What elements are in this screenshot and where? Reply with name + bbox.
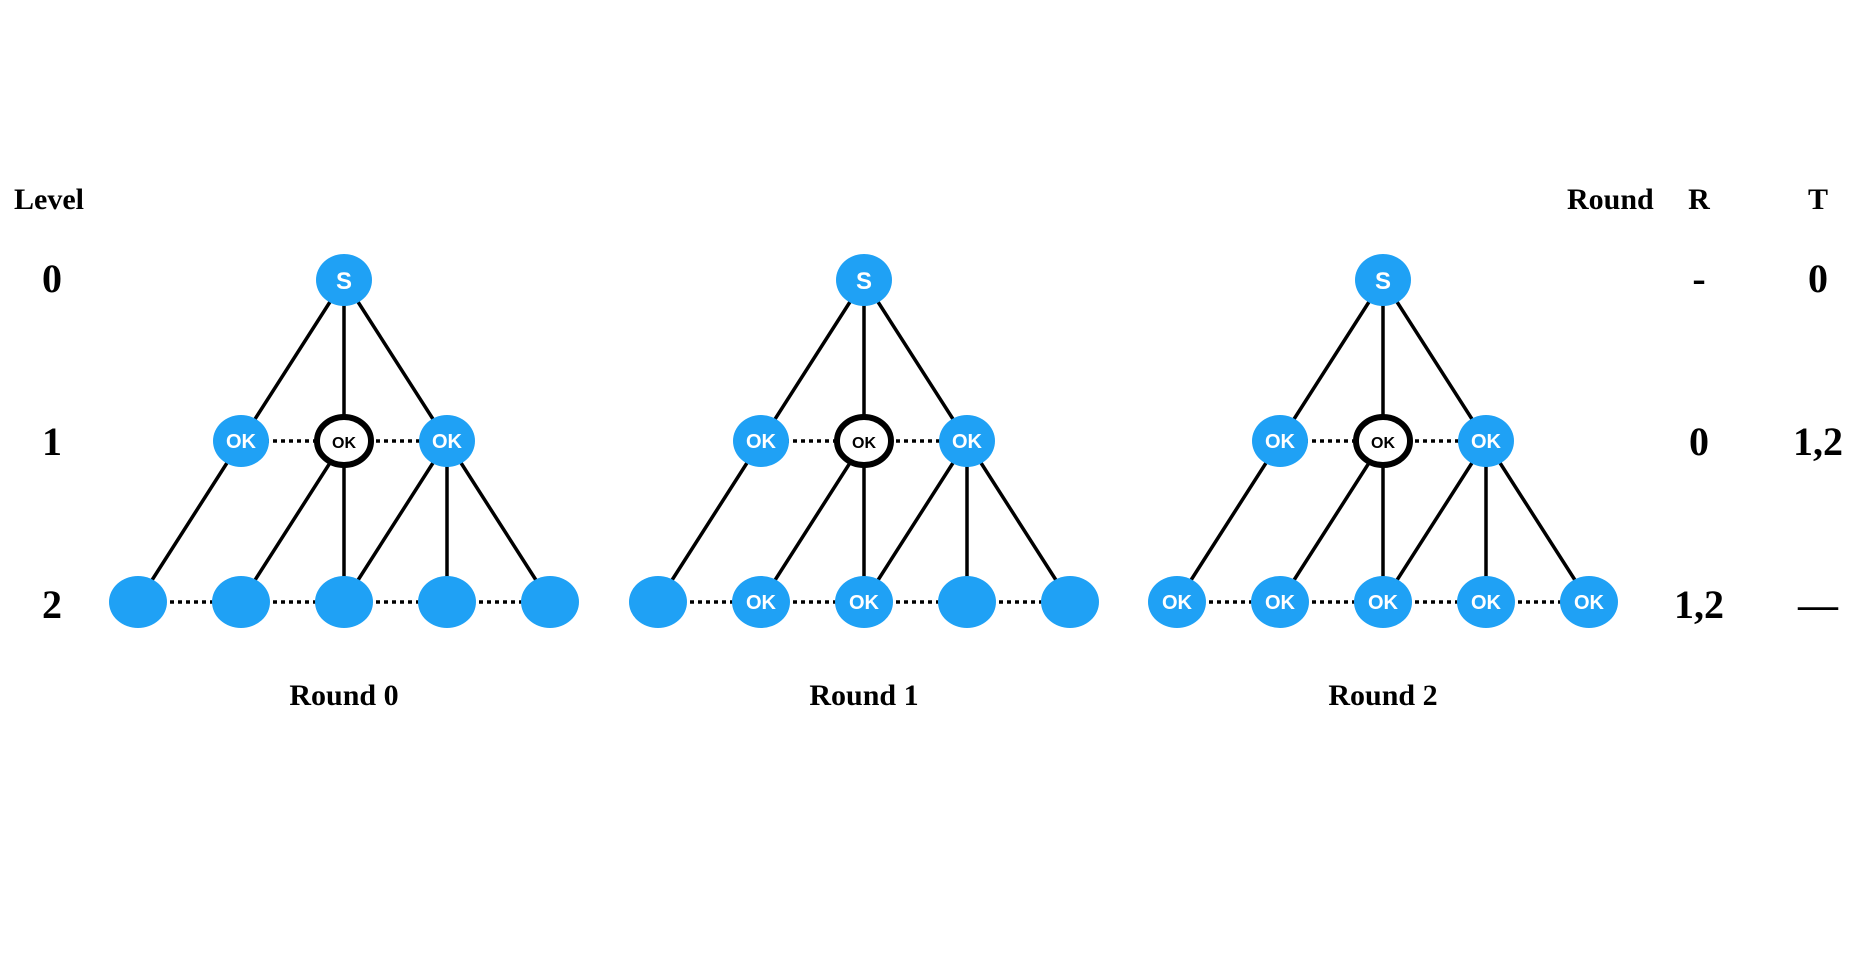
node-label-l1a: OK xyxy=(746,431,777,453)
tree-edge-l1c-l2c xyxy=(1381,440,1488,603)
node-l1b xyxy=(834,414,894,468)
source-node xyxy=(836,254,892,306)
node-l2d xyxy=(418,576,476,628)
node-l1a xyxy=(733,415,789,467)
node-l2e xyxy=(521,576,579,628)
node-l1a xyxy=(1252,415,1308,467)
table-r-level-2: 1,2 xyxy=(1674,582,1724,627)
source-node xyxy=(1355,254,1411,306)
table-r-level-1: 0 xyxy=(1689,419,1709,464)
node-l2d xyxy=(938,576,996,628)
node-label-l2e: OK xyxy=(1574,592,1605,614)
round-0-caption: Round 0 xyxy=(289,679,398,712)
node-label-l1b: OK xyxy=(1371,435,1395,452)
tree-edge-l1a-l2a xyxy=(656,440,763,603)
node-label-s: S xyxy=(856,268,872,295)
node-l2b xyxy=(212,576,270,628)
round-2-caption: Round 2 xyxy=(1328,679,1437,712)
node-label-l2d: OK xyxy=(1471,592,1502,614)
node-label-l2a: OK xyxy=(1162,592,1193,614)
node-l2b xyxy=(732,576,790,628)
node-label-l1c: OK xyxy=(952,431,983,453)
table-r-level-0: - xyxy=(1692,256,1705,301)
node-l2d xyxy=(1457,576,1515,628)
table-t-level-2: — xyxy=(1797,582,1839,627)
node-label-s: S xyxy=(336,268,352,295)
tree-edge-s-l1c xyxy=(862,279,969,442)
node-l2c xyxy=(1354,576,1412,628)
tree-edge-s-l1a xyxy=(759,279,866,442)
tree-edge-l1c-l2e xyxy=(445,440,552,603)
node-l1c xyxy=(419,415,475,467)
table-t-level-1: 1,2 xyxy=(1793,419,1843,464)
tree-edge-s-l1a xyxy=(239,279,346,442)
node-l1b xyxy=(314,414,374,468)
tree-edge-l1c-l2e xyxy=(1484,440,1591,603)
node-label-l2c: OK xyxy=(1368,592,1399,614)
node-l2a xyxy=(1148,576,1206,628)
node-label-l2c: OK xyxy=(849,592,880,614)
table-header-t: T xyxy=(1808,183,1828,216)
node-label-l1b: OK xyxy=(332,435,356,452)
node-l2e xyxy=(1041,576,1099,628)
node-l2a xyxy=(109,576,167,628)
node-l2b xyxy=(1251,576,1309,628)
tree-edge-l1a-l2a xyxy=(136,440,243,603)
round-1-tree: S OK OK OK OK OK Round 1 xyxy=(629,254,1099,712)
round-2-tree: S OK OK OK OK OK OK OK OK Round 2 xyxy=(1148,254,1618,712)
table-t-level-0: 0 xyxy=(1808,256,1828,301)
node-l1c xyxy=(1458,415,1514,467)
source-node xyxy=(316,254,372,306)
node-l1c xyxy=(939,415,995,467)
tree-edge-l1b-l2b xyxy=(1278,440,1385,603)
round-trees: S OK OK OK Round 0 S OK OK OK OK OK Round 1 S OK OK OK O… xyxy=(109,254,1618,712)
node-label-l2b: OK xyxy=(1265,592,1296,614)
tree-edge-s-l1a xyxy=(1278,279,1385,442)
tree-edge-l1b-l2b xyxy=(759,440,866,603)
table-header-r: R xyxy=(1688,183,1710,216)
tree-edge-l1c-l2e xyxy=(965,440,1072,603)
node-l2e xyxy=(1560,576,1618,628)
node-l2c xyxy=(835,576,893,628)
node-label-l1c: OK xyxy=(432,431,463,453)
node-l2c xyxy=(315,576,373,628)
table-header-round: Round xyxy=(1567,183,1654,216)
node-label-l2b: OK xyxy=(746,592,777,614)
level-0-label: 0 xyxy=(42,256,62,301)
level-1-label: 1 xyxy=(42,419,62,464)
node-label-s: S xyxy=(1375,268,1391,295)
node-label-l1b: OK xyxy=(852,435,876,452)
tree-edge-s-l1c xyxy=(1381,279,1488,442)
tree-edge-s-l1c xyxy=(342,279,449,442)
tree-edge-l1c-l2c xyxy=(342,440,449,603)
round-1-caption: Round 1 xyxy=(809,679,918,712)
node-l1a xyxy=(213,415,269,467)
node-label-l1c: OK xyxy=(1471,431,1502,453)
node-label-l1a: OK xyxy=(1265,431,1296,453)
tree-edge-l1b-l2b xyxy=(239,440,346,603)
tree-edge-l1c-l2c xyxy=(862,440,969,603)
node-label-l1a: OK xyxy=(226,431,257,453)
node-l1b xyxy=(1353,414,1413,468)
level-header: Level xyxy=(14,183,84,216)
node-l2a xyxy=(629,576,687,628)
level-2-label: 2 xyxy=(42,582,62,627)
round-0-tree: S OK OK OK Round 0 xyxy=(109,254,579,712)
tree-edge-l1a-l2a xyxy=(1175,440,1282,603)
